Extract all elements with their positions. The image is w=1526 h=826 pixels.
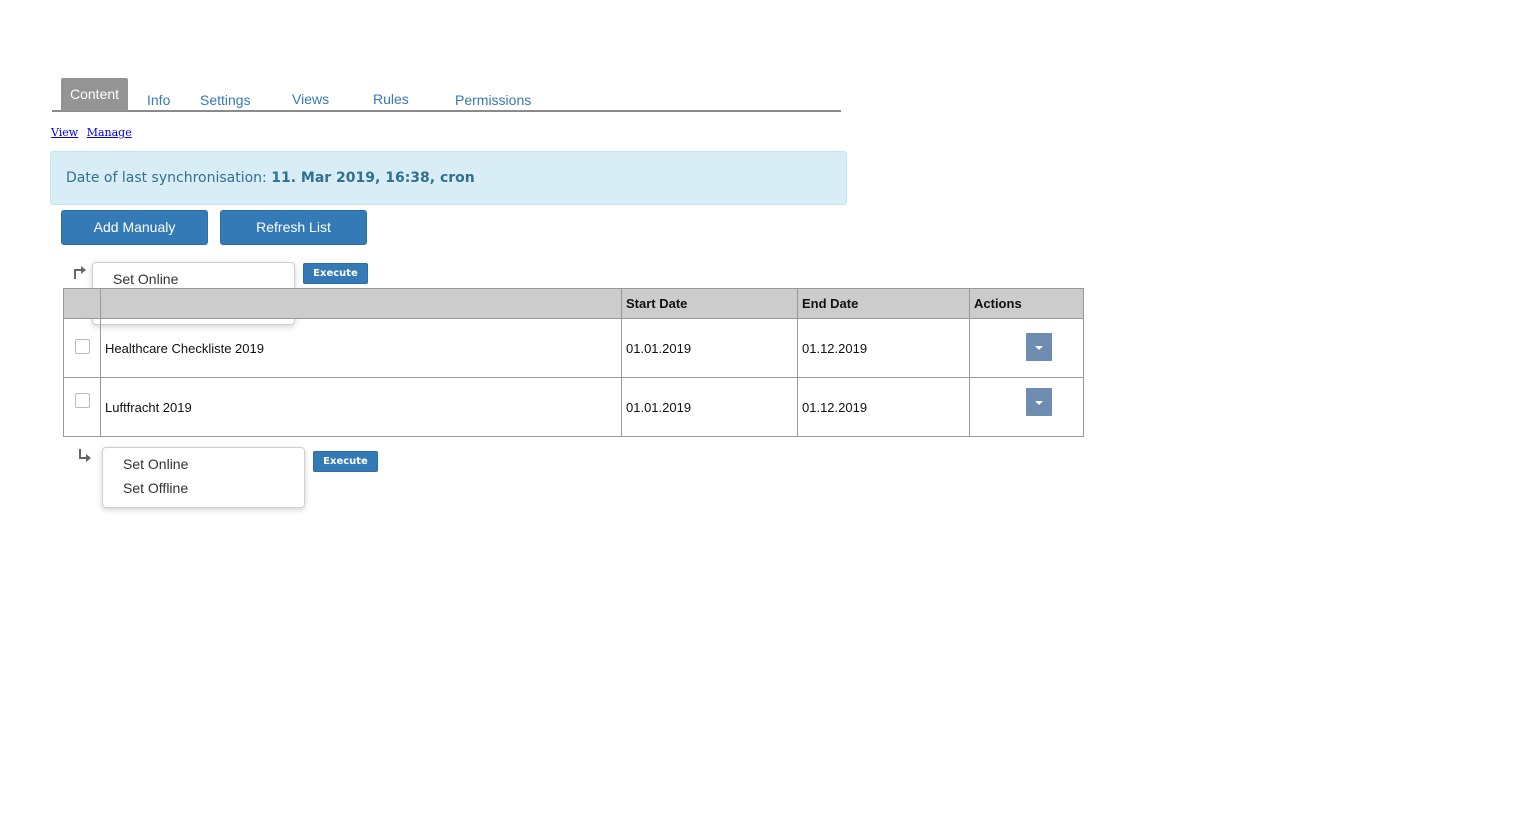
option-set-online[interactable]: Set Online (113, 271, 179, 287)
bulk-action-dropdown-bottom[interactable]: Set Online Set Offline (102, 447, 305, 508)
tab-info[interactable]: Info (147, 92, 171, 108)
caret-down-icon[interactable] (1026, 332, 1052, 361)
table-row: Healthcare Checkliste 2019 01.01.2019 01… (63, 318, 1084, 378)
arrow-down-right-icon (78, 449, 92, 463)
sync-label: Date of last synchronisation: (66, 170, 267, 186)
sync-info-alert: Date of last synchronisation: 11. Mar 20… (50, 151, 847, 205)
tab-rules[interactable]: Rules (373, 91, 409, 107)
content-table: Start Date End Date Actions Healthcare C… (63, 288, 1084, 437)
execute-button-bottom[interactable]: Execute (313, 451, 378, 472)
table-header-row: Start Date End Date Actions (63, 288, 1084, 319)
header-actions: Actions (969, 288, 1084, 319)
header-end-date: End Date (797, 288, 970, 319)
table-row: Luftfracht 2019 01.01.2019 01.12.2019 (63, 377, 1084, 437)
arrow-up-right-icon (73, 265, 87, 279)
header-start-date: Start Date (621, 288, 798, 319)
sub-navigation: View Manage (51, 126, 137, 139)
manage-link[interactable]: Manage (86, 126, 132, 139)
header-select (63, 288, 101, 319)
refresh-list-button[interactable]: Refresh List (220, 210, 367, 245)
execute-button-top[interactable]: Execute (303, 263, 368, 284)
row-end-date: 01.12.2019 (797, 377, 970, 437)
add-manually-button[interactable]: Add Manualy (61, 210, 208, 245)
tab-settings[interactable]: Settings (200, 92, 251, 108)
tab-views[interactable]: Views (292, 91, 330, 107)
row-start-date: 01.01.2019 (621, 318, 798, 378)
row-select-cell (63, 318, 101, 378)
row-checkbox[interactable] (74, 393, 90, 408)
row-actions-cell (969, 318, 1084, 378)
sync-value: 11. Mar 2019, 16:38, cron (271, 170, 475, 186)
row-title: Healthcare Checkliste 2019 (100, 318, 622, 378)
row-end-date: 01.12.2019 (797, 318, 970, 378)
tab-content[interactable]: Content (61, 78, 129, 111)
row-checkbox[interactable] (74, 339, 90, 354)
tab-permissions[interactable]: Permissions (455, 92, 532, 108)
header-title (100, 288, 622, 319)
row-start-date: 01.01.2019 (621, 377, 798, 437)
row-title: Luftfracht 2019 (100, 377, 622, 437)
option-set-online[interactable]: Set Online (123, 456, 189, 472)
tab-bar: Content Info Settings Views Rules Permis… (52, 78, 841, 112)
row-select-cell (63, 377, 101, 437)
option-set-offline[interactable]: Set Offline (123, 480, 189, 496)
caret-down-icon[interactable] (1026, 387, 1052, 416)
row-actions-cell (969, 377, 1084, 437)
view-link[interactable]: View (51, 126, 79, 139)
